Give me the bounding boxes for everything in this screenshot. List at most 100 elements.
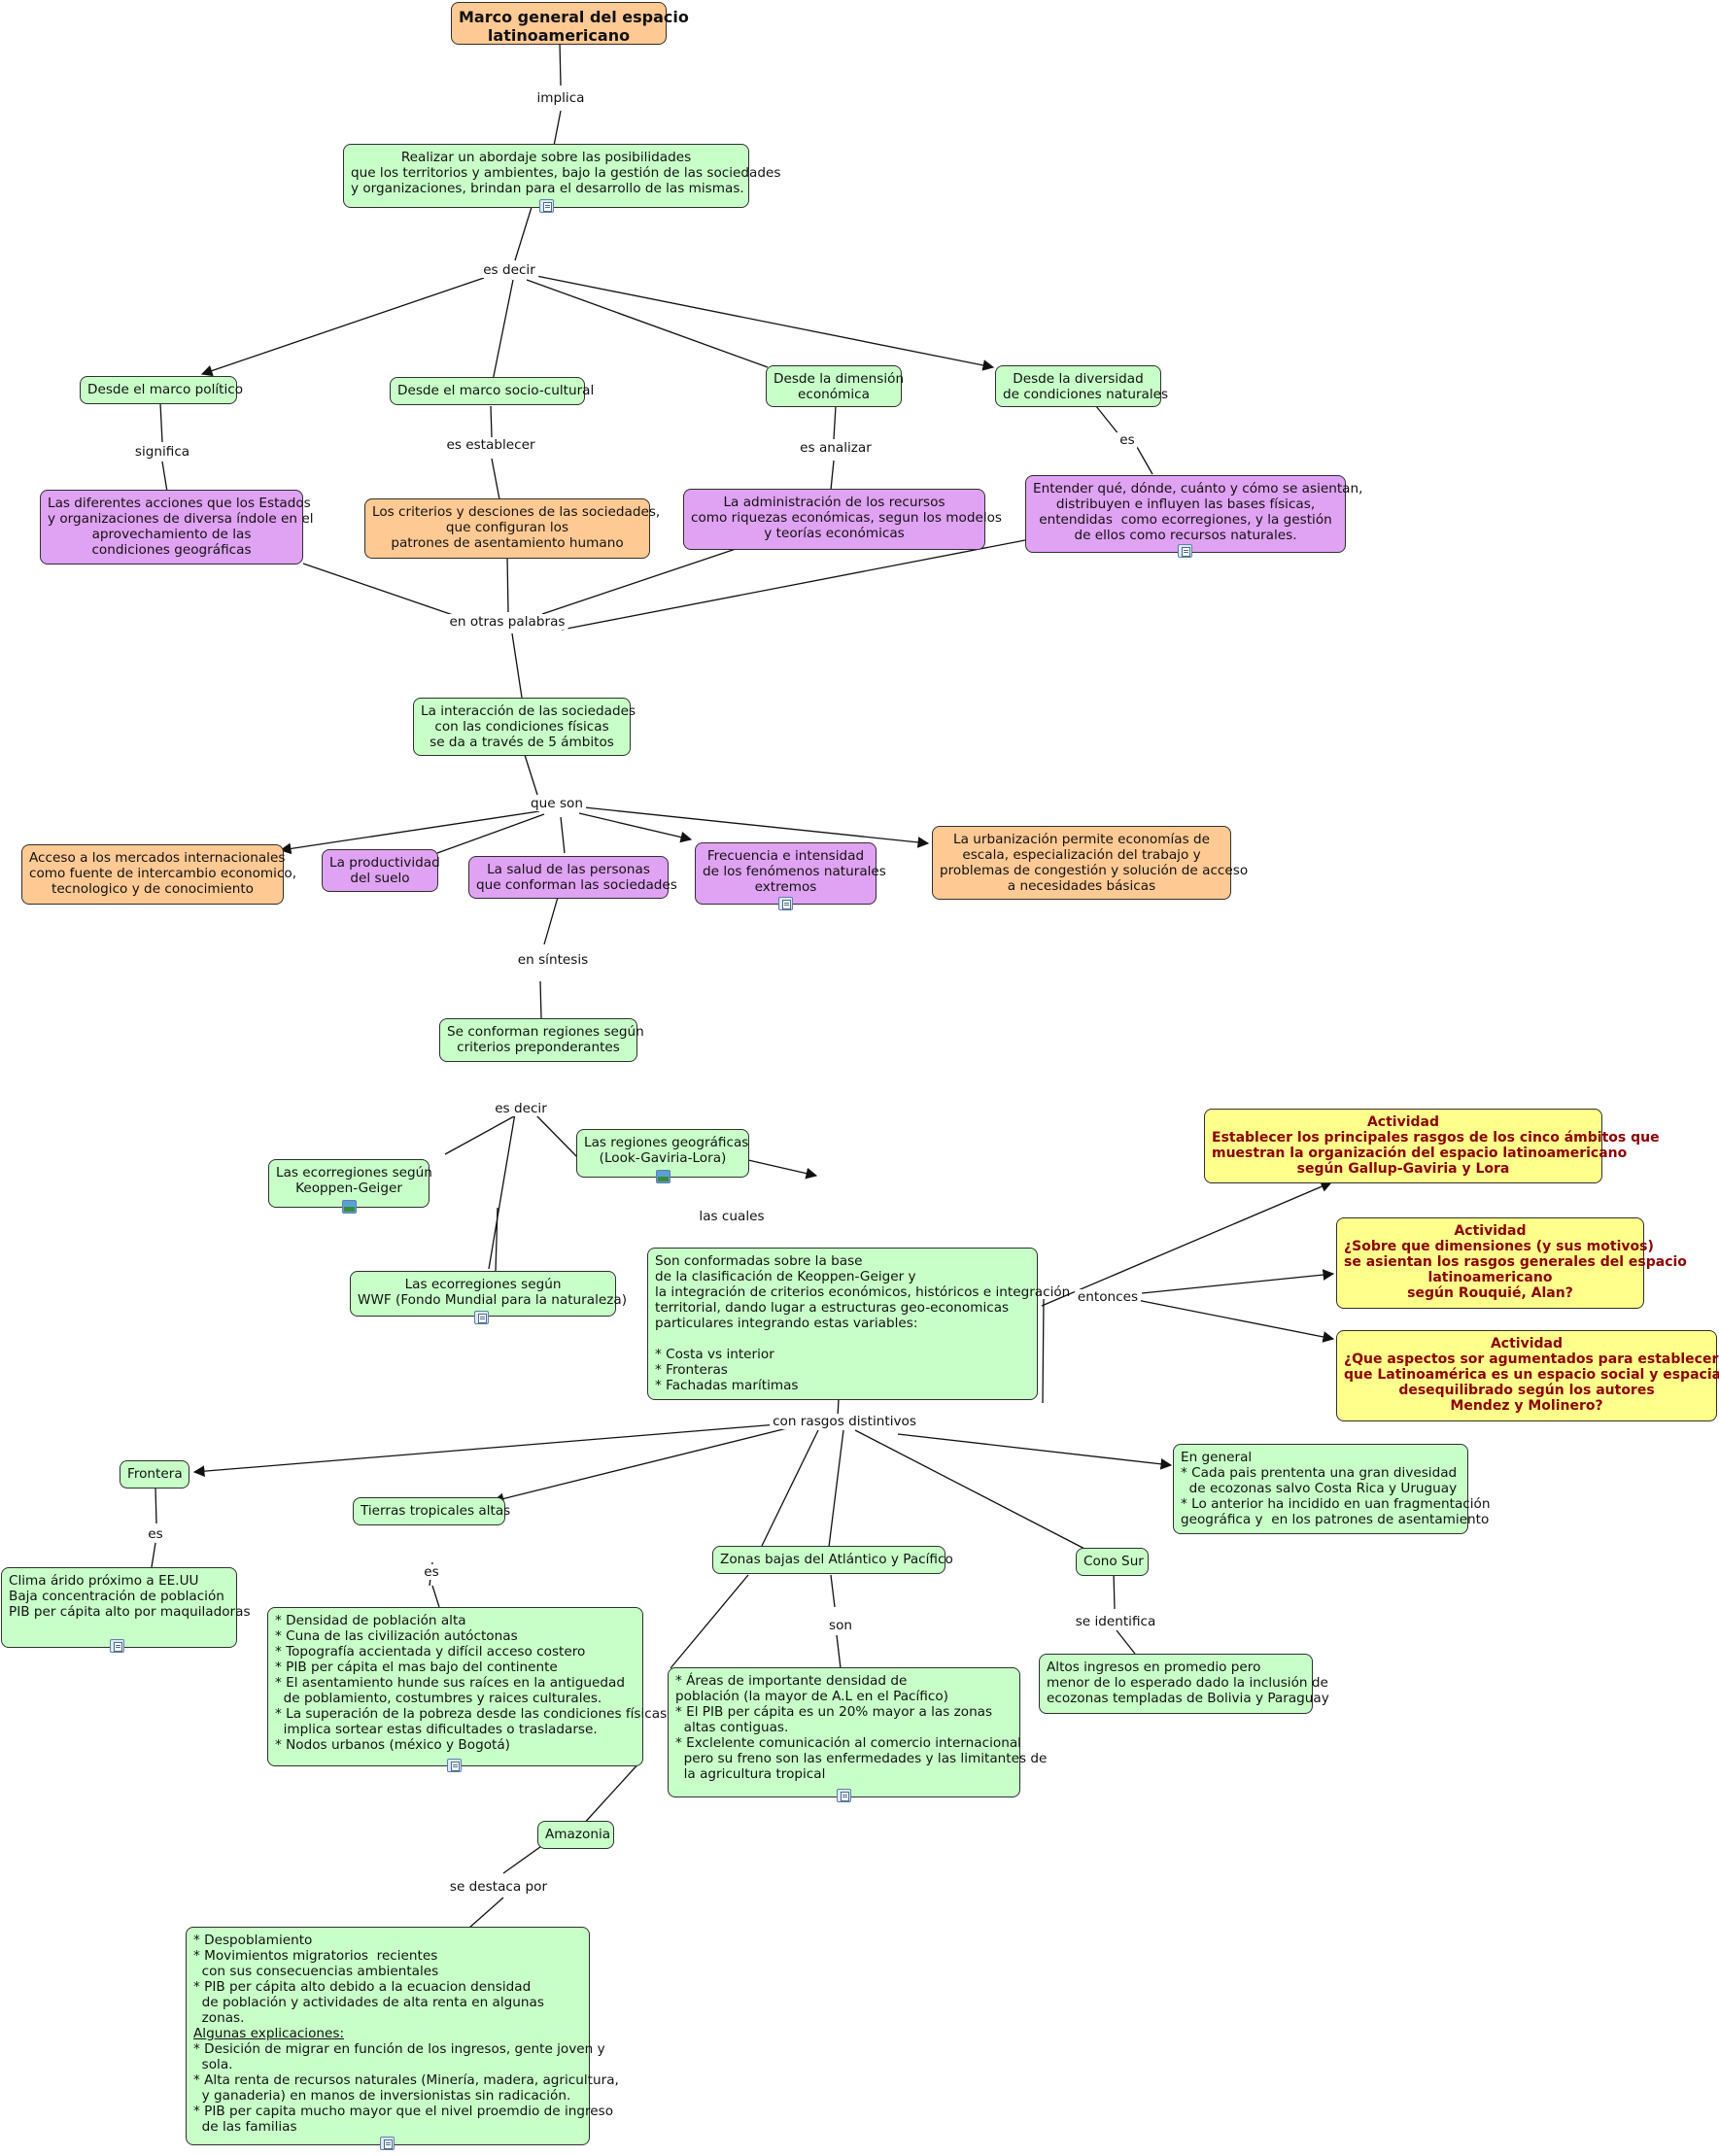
link-label: es: [145, 1526, 166, 1542]
document-icon[interactable]: [380, 2137, 395, 2150]
node-text-line: desequilibrado según los autores: [1398, 1383, 1655, 1398]
node-text-line: de los fenómenos naturales: [703, 864, 886, 879]
node-text-line: zonas.: [193, 2010, 245, 2026]
node-text: Realizar un abordaje sobre las posibilid…: [351, 150, 780, 196]
link-label: es analizar: [797, 440, 875, 456]
node-text-line: problemas de congestión y solución de ac…: [940, 863, 1249, 878]
amazonia-node[interactable]: Amazonia: [537, 1821, 614, 1849]
document-icon[interactable]: [110, 1639, 124, 1653]
node-text-line: * Cada pais prententa una gran divesidad: [1181, 1465, 1458, 1481]
link-label: es decir: [492, 1101, 550, 1116]
node-text-line: y organizaciones, brindan para el desarr…: [351, 181, 744, 196]
link-label: es decir: [480, 262, 538, 278]
node-text-line: la integración de criterios económicos, …: [655, 1284, 1071, 1300]
node-text-line: * Densidad de población alta: [275, 1613, 466, 1628]
abordaje-node[interactable]: Realizar un abordaje sobre las posibilid…: [343, 144, 780, 213]
entender-node[interactable]: Entender qué, dónde, cuánto y cómo se as…: [1025, 475, 1363, 558]
node-text-line: * Nodos urbanos (méxico y Bogotá): [275, 1737, 510, 1753]
criterios-node[interactable]: Los criterios y desciones de las socieda…: [364, 498, 660, 559]
node-text-line: muestran la organización del espacio lat…: [1212, 1146, 1628, 1161]
node-text: Desde el marco político: [87, 382, 244, 397]
node-text-line: Frontera: [127, 1466, 183, 1482]
node-text-line: Actividad: [1366, 1114, 1440, 1130]
node-text-line: de la clasificación de Keoppen-Geiger y: [655, 1269, 916, 1284]
sociocultural-node[interactable]: Desde el marco socio-cultural: [390, 377, 594, 405]
geograficas-node[interactable]: Las regiones geográficas(Look-Gaviria-Lo…: [576, 1129, 749, 1183]
node-text-line: * El PIB per cápita es un 20% mayor a la…: [675, 1704, 993, 1720]
node-text-line: condiciones geográficas: [91, 542, 252, 558]
general-node[interactable]: En general* Cada pais prententa una gran…: [1173, 1444, 1490, 1534]
node-text-line: Entender qué, dónde, cuánto y cómo se as…: [1033, 481, 1363, 496]
node-text-line: que configuran los: [445, 520, 569, 535]
document-icon[interactable]: [539, 199, 554, 213]
node-text-line: tecnologico y de conocimiento: [51, 881, 254, 897]
tierras-node[interactable]: Tierras tropicales altas: [353, 1497, 511, 1525]
node-text-line: Marco general del espacio: [459, 8, 689, 26]
node-text-line: y teorías económicas: [764, 526, 905, 541]
link-label: en otras palabras: [446, 614, 568, 630]
image-icon[interactable]: [656, 1170, 670, 1183]
node-text-line: se da a través de 5 ámbitos: [430, 735, 614, 750]
node-text-line: ecozonas templadas de Bolivia y Paraguay: [1047, 1691, 1329, 1706]
node-text-line: Desde el marco político: [87, 382, 244, 397]
node-text: * Densidad de población alta* Cuna de la…: [275, 1613, 667, 1753]
document-icon[interactable]: [447, 1759, 462, 1772]
node-text-line: de poblamiento, costumbres y raices cult…: [275, 1691, 602, 1706]
document-icon[interactable]: [837, 1789, 851, 1802]
node-text-line: Amazonia: [545, 1827, 611, 1842]
amazonia-detalle-node[interactable]: * Despoblamiento* Movimientos migratorio…: [186, 1927, 619, 2150]
politico-node[interactable]: Desde el marco político: [80, 376, 244, 404]
link-label: en síntesis: [514, 952, 592, 968]
node-text-line: La administración de los recursos: [723, 495, 945, 510]
document-icon[interactable]: [474, 1311, 489, 1324]
actividad-2-node[interactable]: Actividad¿Sobre que dimensiones (y sus m…: [1336, 1217, 1687, 1309]
node-text-line: de condiciones naturales: [1003, 387, 1169, 402]
node-text-line: latinoamericano: [1427, 1270, 1553, 1285]
node-text-line: * Costa vs interior: [655, 1347, 774, 1362]
node-text-line: Actividad: [1454, 1223, 1527, 1239]
densidad-node[interactable]: * Densidad de población alta* Cuna de la…: [267, 1607, 667, 1772]
node-text-line: se asientan los rasgos generales del esp…: [1344, 1254, 1687, 1270]
node-text-line: del suelo: [350, 871, 410, 886]
conosur-node[interactable]: Cono Sur: [1076, 1548, 1149, 1576]
document-icon[interactable]: [778, 897, 793, 910]
actividad-3-node[interactable]: Actividad¿Que aspectos sor agumentados p…: [1336, 1330, 1719, 1421]
document-icon[interactable]: [1178, 544, 1192, 558]
image-icon[interactable]: [342, 1200, 357, 1214]
node-text-line: territorial, dando lugar a estructuras g…: [655, 1300, 1010, 1316]
link-label: son: [825, 1618, 856, 1633]
zonas-node[interactable]: Zonas bajas del Atlántico y Pacífico: [712, 1546, 953, 1574]
node-text-line: Altos ingresos en promedio pero: [1047, 1660, 1261, 1675]
node-text-line: Tierras tropicales altas: [361, 1503, 511, 1519]
node-text-line: Desde la diversidad: [1013, 371, 1144, 387]
frontera-node[interactable]: Frontera: [120, 1460, 189, 1489]
